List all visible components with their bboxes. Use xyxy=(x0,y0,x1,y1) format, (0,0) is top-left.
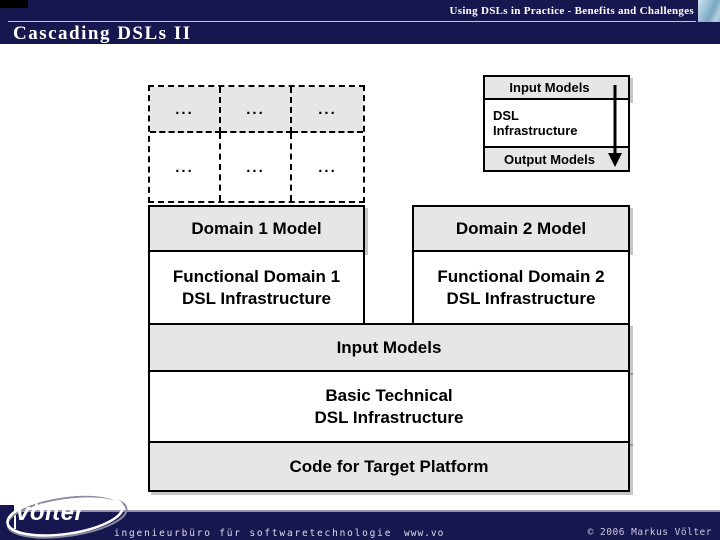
footer-url: www.vo xyxy=(404,528,445,539)
legend-dsl-line1: DSL xyxy=(493,108,519,123)
domain2-infra-line2: DSL Infrastructure xyxy=(446,288,596,308)
grid-cell: ... xyxy=(292,87,363,133)
grid-cell: ... xyxy=(318,158,337,176)
basic-technical-line2: DSL Infrastructure xyxy=(314,407,464,427)
domain2-infra-box: Functional Domain 2 DSL Infrastructure xyxy=(412,250,630,325)
domain1-infra-line1: Functional Domain 1 xyxy=(172,266,341,286)
domain1-model-box: Domain 1 Model xyxy=(148,205,365,252)
domain1-infra-line2: DSL Infrastructure xyxy=(182,288,331,308)
header-divider xyxy=(8,21,696,22)
corner-decoration xyxy=(0,0,28,8)
legend-dsl-infrastructure: DSL Infrastructure xyxy=(483,98,630,148)
header-photo xyxy=(698,0,720,22)
model-grid: ... ... ... ... ... ... xyxy=(148,85,365,203)
domain1-infra-box: Functional Domain 1 DSL Infrastructure xyxy=(148,250,365,325)
header-bar: Using DSLs in Practice - Benefits and Ch… xyxy=(0,0,720,44)
grid-cell: ... xyxy=(221,87,292,133)
course-title: Using DSLs in Practice - Benefits and Ch… xyxy=(449,5,694,17)
footer-copyright: © 2006 Markus Völter xyxy=(587,527,712,538)
basic-technical-line1: Basic Technical xyxy=(325,385,453,405)
grid-cell: ... xyxy=(221,133,292,201)
input-models-box: Input Models xyxy=(148,323,630,372)
basic-technical-box: Basic Technical DSL Infrastructure xyxy=(148,370,630,443)
slide-title: Cascading DSLs II xyxy=(13,23,192,44)
logo-square xyxy=(0,503,16,529)
voelter-logo-text: völter xyxy=(16,499,85,526)
footer-tagline: ingenieurbüro für softwaretechnologie xyxy=(114,528,393,539)
legend-input-models: Input Models xyxy=(483,75,630,100)
grid-cell: ... xyxy=(150,87,221,133)
code-target-platform-box: Code for Target Platform xyxy=(148,441,630,492)
legend-dsl-line2: Infrastructure xyxy=(493,123,578,138)
voelter-logo-ellipse xyxy=(6,493,128,539)
domain2-model-box: Domain 2 Model xyxy=(412,205,630,252)
domain2-infra-line1: Functional Domain 2 xyxy=(437,266,605,286)
legend-output-models: Output Models xyxy=(483,146,630,172)
grid-cell: ... xyxy=(150,133,221,201)
